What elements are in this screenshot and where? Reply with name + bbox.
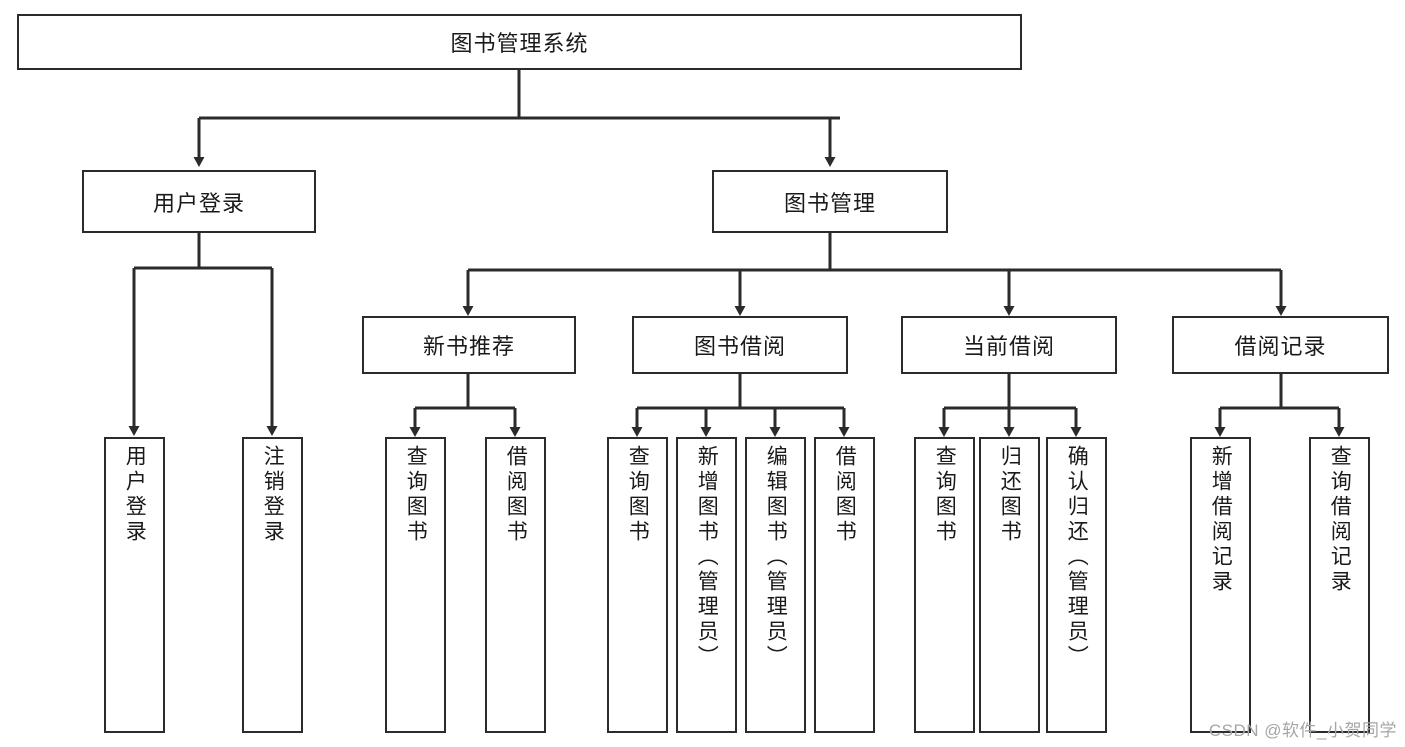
leaf-user-login[interactable]: 用户登录 — [104, 437, 165, 733]
leaf-borrow-book-newbook[interactable]: 借阅图书 — [485, 437, 546, 733]
node-book-management-label: 图书管理 — [783, 190, 876, 216]
node-borrow-records[interactable]: 借阅记录 — [1172, 316, 1389, 374]
leaf-add-borrow-record-label: 新增借阅记录 — [1209, 445, 1233, 595]
node-new-book-recommend[interactable]: 新书推荐 — [362, 316, 576, 374]
leaf-borrow-book[interactable]: 借阅图书 — [814, 437, 875, 733]
node-user-login[interactable]: 用户登录 — [82, 170, 316, 233]
leaf-query-borrow-record-label: 查询借阅记录 — [1328, 445, 1352, 595]
leaf-borrow-book-label: 借阅图书 — [833, 445, 857, 545]
leaf-add-book-admin-label: 新增图书（管理员） — [695, 445, 719, 670]
leaf-return-book[interactable]: 归还图书 — [979, 437, 1040, 733]
leaf-logout[interactable]: 注销登录 — [242, 437, 303, 733]
leaf-query-book-newbook[interactable]: 查询图书 — [385, 437, 446, 733]
leaf-edit-book-admin-label: 编辑图书（管理员） — [764, 445, 788, 670]
leaf-logout-label: 注销登录 — [261, 445, 285, 545]
node-borrow-records-label: 借阅记录 — [1234, 334, 1327, 359]
node-current-borrow-label: 当前借阅 — [962, 334, 1055, 359]
node-root-label: 图书管理系统 — [450, 31, 589, 56]
leaf-add-borrow-record[interactable]: 新增借阅记录 — [1190, 437, 1251, 733]
leaf-return-book-label: 归还图书 — [998, 445, 1022, 545]
node-book-borrow-label: 图书借阅 — [693, 334, 786, 359]
node-book-management[interactable]: 图书管理 — [712, 170, 948, 233]
node-current-borrow[interactable]: 当前借阅 — [901, 316, 1117, 374]
leaf-query-borrow-record[interactable]: 查询借阅记录 — [1309, 437, 1370, 733]
leaf-add-book-admin[interactable]: 新增图书（管理员） — [676, 437, 737, 733]
leaf-query-book-borrow[interactable]: 查询图书 — [607, 437, 668, 733]
watermark: CSDN @软件_小贺同学 — [1208, 721, 1397, 740]
leaf-query-book-newbook-label: 查询图书 — [404, 445, 428, 545]
leaf-confirm-return-admin[interactable]: 确认归还（管理员） — [1046, 437, 1107, 733]
leaf-borrow-book-newbook-label: 借阅图书 — [504, 445, 528, 545]
leaf-user-login-label: 用户登录 — [123, 445, 147, 545]
leaf-confirm-return-admin-label: 确认归还（管理员） — [1065, 445, 1089, 670]
node-book-borrow[interactable]: 图书借阅 — [632, 316, 848, 374]
node-new-book-recommend-label: 新书推荐 — [422, 334, 515, 359]
node-root[interactable]: 图书管理系统 — [17, 14, 1022, 70]
leaf-edit-book-admin[interactable]: 编辑图书（管理员） — [745, 437, 806, 733]
leaf-query-book-current[interactable]: 查询图书 — [914, 437, 975, 733]
leaf-query-book-current-label: 查询图书 — [933, 445, 957, 545]
leaf-query-book-borrow-label: 查询图书 — [626, 445, 650, 545]
node-user-login-label: 用户登录 — [152, 190, 245, 216]
